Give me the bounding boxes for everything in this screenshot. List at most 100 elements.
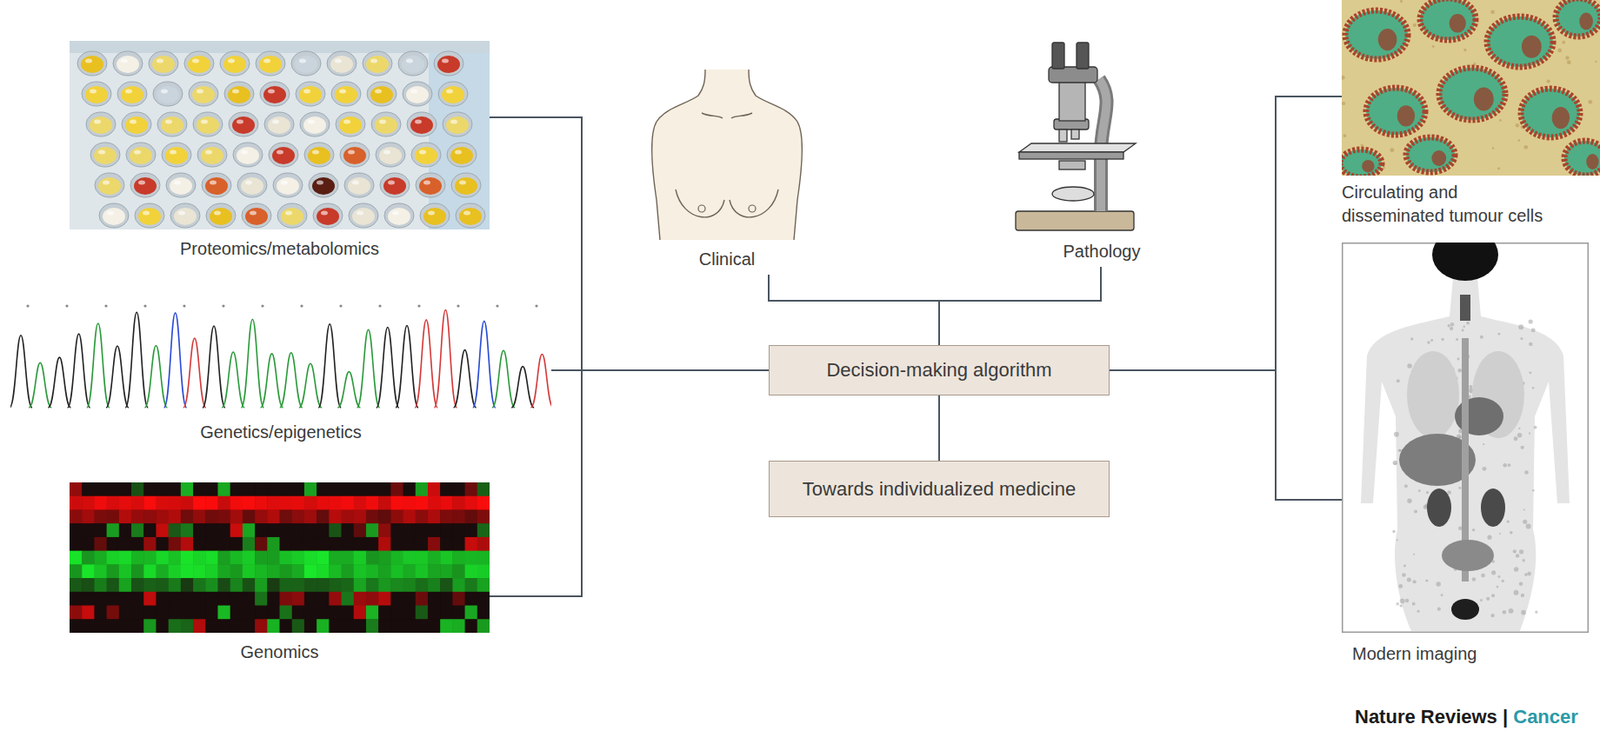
heatmap-cell	[254, 564, 268, 579]
scan-speck	[1507, 463, 1512, 467]
heatmap-cell	[280, 592, 294, 607]
heatmap-cell	[452, 482, 466, 497]
well-rim	[224, 81, 254, 107]
well-liquid	[156, 86, 180, 104]
heatmap-cell	[403, 564, 417, 579]
heatmap-cell	[353, 496, 367, 511]
cell-nucleus	[1552, 106, 1570, 129]
scan-speck	[1406, 578, 1412, 583]
trace-peak	[221, 352, 245, 408]
heatmap-cell	[452, 578, 466, 593]
heatmap-cell	[217, 592, 231, 607]
heatmap-cell	[155, 592, 169, 607]
scan-speck	[1497, 333, 1500, 336]
well-liquid	[406, 86, 429, 104]
microscope-icon: Pathology	[1010, 40, 1194, 262]
heatmap-cell	[242, 578, 256, 593]
heatmap-cell	[477, 482, 490, 497]
heatmap-cell	[81, 496, 95, 511]
connector	[939, 266, 1101, 346]
cells-speck	[1565, 55, 1569, 60]
well-gloss	[240, 150, 248, 155]
heatmap-cell	[193, 496, 207, 511]
heatmap-cell	[328, 509, 342, 524]
heatmap-cell	[304, 619, 318, 634]
well-gloss	[245, 180, 253, 186]
heatmap-cell	[131, 482, 145, 497]
scan-speck	[1486, 597, 1490, 601]
heatmap-cell	[193, 523, 207, 538]
heatmap-cell	[415, 537, 429, 552]
well-rim	[260, 81, 290, 107]
well-rim	[130, 173, 160, 198]
well-gloss	[276, 150, 284, 155]
illustration	[69, 40, 490, 230]
heatmap-cell	[106, 592, 120, 607]
heatmap-cell	[119, 537, 133, 552]
heatmap-cell	[106, 606, 120, 620]
well-liquid	[339, 116, 362, 134]
trace-peak	[492, 350, 515, 408]
heatmap-cell	[69, 592, 83, 607]
heatmap-cell	[266, 592, 280, 607]
heatmap-cell	[81, 523, 95, 538]
well-liquid	[276, 177, 300, 195]
heatmap-cell	[292, 523, 306, 538]
heatmap-cell	[180, 578, 194, 593]
well-liquid	[240, 177, 264, 195]
tumour-cell	[1366, 87, 1426, 135]
credit-text: Cancer	[1513, 706, 1579, 728]
scope-objective	[1071, 129, 1080, 140]
heatmap-cell	[440, 578, 454, 593]
well-rim	[126, 142, 156, 167]
torso-outline	[652, 69, 706, 240]
heatmap-cell	[403, 523, 417, 538]
scan-bladder	[1451, 599, 1480, 620]
heatmap-cell	[93, 509, 107, 524]
heatmap-cell	[155, 537, 169, 552]
heatmap-cell	[254, 496, 268, 511]
scan-speck	[1418, 489, 1421, 493]
heatmap-cell	[280, 564, 294, 579]
heatmap-cell	[427, 619, 441, 634]
heatmap-cell	[465, 606, 479, 620]
scan-speck	[1518, 324, 1524, 330]
well-liquid	[116, 55, 140, 74]
well-liquid	[152, 55, 175, 74]
heatmap-cell	[280, 523, 294, 538]
heatmap-cell	[193, 551, 207, 566]
heatmap-cell	[155, 578, 169, 593]
credit-text: Nature Reviews |	[1354, 706, 1508, 728]
scan-speck	[1458, 486, 1461, 490]
well-liquid	[120, 86, 144, 104]
scope-head	[1048, 66, 1098, 83]
heatmap-cell	[266, 551, 280, 566]
trace-peak	[473, 320, 496, 408]
well-rim	[157, 112, 187, 137]
well-rim	[295, 81, 326, 107]
illustration	[1010, 40, 1194, 233]
photo-panel: Proteomics/metabolomics	[69, 40, 490, 260]
heatmap-cell	[378, 564, 392, 579]
scan-speck	[1472, 577, 1477, 582]
scan-speck	[1412, 580, 1416, 584]
scan-speck	[1501, 580, 1505, 583]
heatmap-cell	[280, 496, 294, 511]
well-rim	[380, 173, 410, 198]
torso-outline	[748, 69, 802, 240]
plate-ground	[69, 40, 490, 230]
heatmap-cell	[93, 592, 107, 607]
well-rim	[442, 112, 473, 137]
scan-speck	[1398, 584, 1403, 589]
heatmap-cell	[180, 592, 194, 607]
scan-speck	[1515, 553, 1520, 558]
well-gloss	[200, 120, 208, 125]
heatmap-cell	[452, 592, 466, 607]
heatmap-cell	[390, 564, 404, 579]
trace-dot	[104, 304, 107, 307]
well-gloss	[299, 59, 307, 64]
cells-speck	[1382, 166, 1385, 169]
heatmap-cell	[440, 523, 454, 538]
heatmap-cell	[378, 523, 392, 538]
scan-speck	[1486, 535, 1492, 540]
